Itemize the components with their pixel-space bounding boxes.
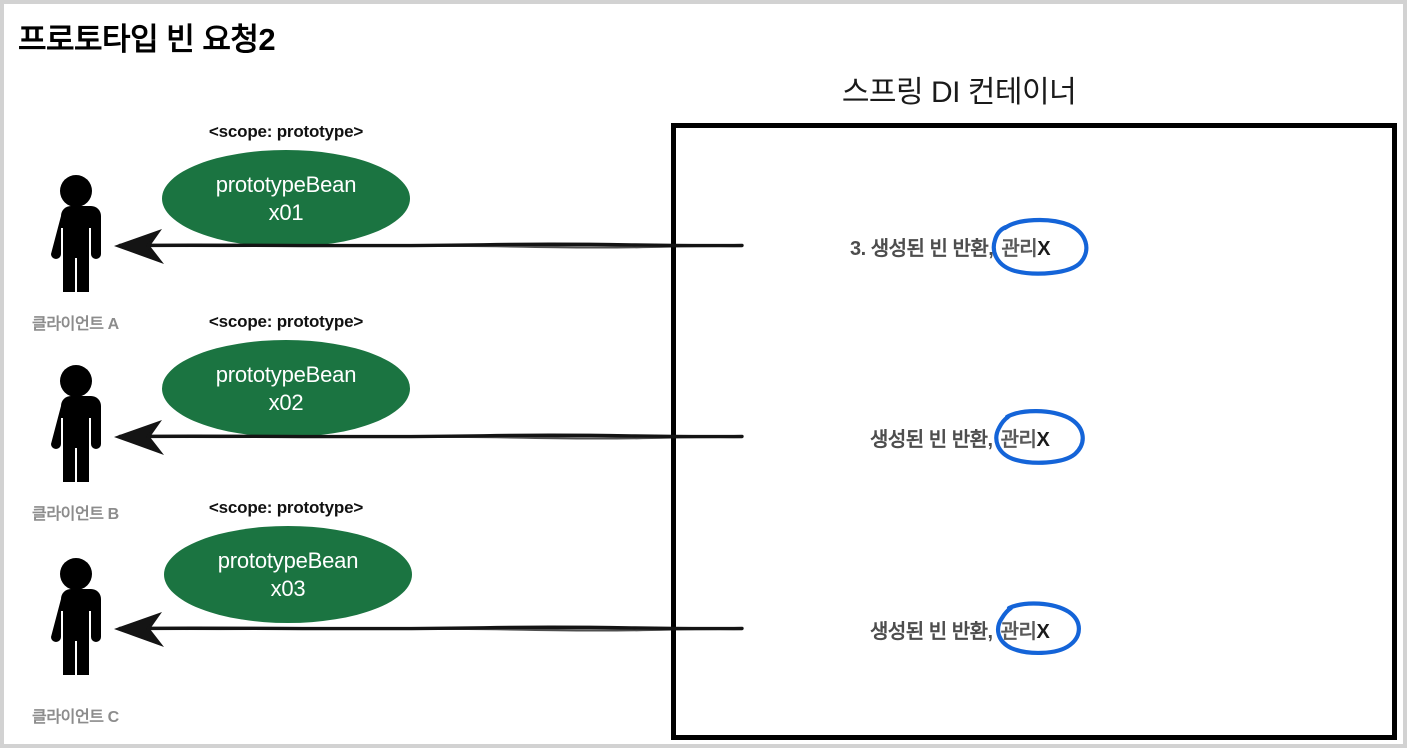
arrow-text: 생성된 빈 반환, [870,621,998,643]
bean-name: prototypeBean [215,361,357,387]
highlight-x: X [1036,429,1050,451]
scope-label: <scope: prototype> [208,312,364,331]
arrow-label-1: 3. 생성된 빈 반환, 관리X [850,217,1089,276]
return-arrow-icon [114,420,744,455]
highlight-korean: 관리 [1000,429,1037,451]
person-icon [51,365,101,482]
arrow-text: 생성된 빈 반환, [870,429,998,451]
bean-instance: x03 [270,575,306,601]
client-b-label: 클라이언트 B [32,506,119,523]
bean-name: prototypeBean [215,171,357,197]
prototype-bean-x01[interactable]: prototypeBean x01 [162,150,410,247]
annotation-highlight: 관리X [992,217,1089,276]
return-arrow-icon [114,612,744,647]
client-a-label: 클라이언트 A [32,316,119,333]
arrow-step-number: 3. [850,238,871,260]
arrow-label-2: 생성된 빈 반환, 관리X [870,409,1085,465]
scope-label: <scope: prototype> [208,122,364,141]
bean-instance: x01 [268,199,304,225]
arrow-row-1: 3. 생성된 빈 반환, 관리X [4,217,1403,276]
scope-label: <scope: prototype> [208,498,364,517]
person-icon [51,175,101,292]
return-arrow-icon [114,229,744,264]
highlight-x: X [1036,621,1050,643]
highlight-x: X [1037,238,1051,260]
bean-name: prototypeBean [217,547,359,573]
arrow-row-3: 생성된 빈 반환, 관리X [4,601,1403,655]
highlight-korean: 관리 [1000,621,1037,643]
prototype-bean-x03[interactable]: prototypeBean x03 [164,526,412,623]
highlight-korean: 관리 [1001,238,1038,260]
diagram-canvas: 프로토타입 빈 요청2 스프링 DI 컨테이너 클라이언트 A 클라이언트 B [4,4,1403,744]
client-c-label: 클라이언트 C [32,709,119,726]
arrow-label-3: 생성된 빈 반환, 관리X [870,601,1081,655]
page-title: 프로토타입 빈 요청2 [18,22,276,57]
container-title: 스프링 DI 컨테이너 [841,76,1077,109]
annotation-highlight: 관리X [993,409,1085,465]
arrow-row-2: 생성된 빈 반환, 관리X [4,409,1403,465]
prototype-bean-x02[interactable]: prototypeBean x02 [162,340,410,437]
arrow-text: 생성된 빈 반환, [870,238,999,260]
bean-instance: x02 [268,389,304,415]
spring-di-container-box [671,123,1397,740]
person-icon [51,558,101,675]
annotation-highlight: 관리X [995,601,1081,655]
